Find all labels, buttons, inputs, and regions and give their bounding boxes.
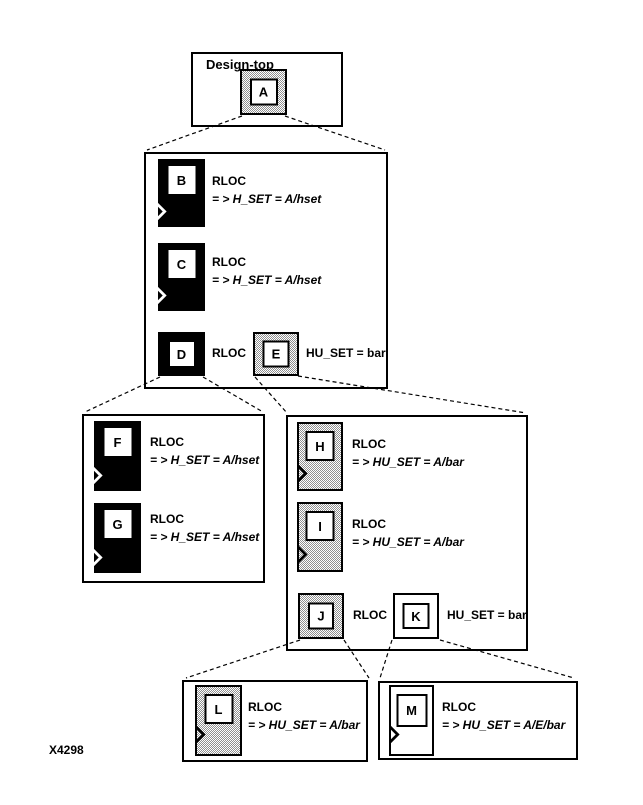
module-block-d: D <box>158 332 205 376</box>
module-letter-k: K <box>402 603 430 629</box>
rloc-label: RLOC <box>353 608 387 622</box>
block-c-label: RLOC = > H_SET = A/hset <box>212 253 321 289</box>
chevron-right-icon <box>92 467 103 484</box>
rloc-label: RLOC <box>352 517 386 531</box>
module-letter-j: J <box>308 602 334 630</box>
module-letter-c: C <box>168 250 195 278</box>
chevron-right-icon <box>297 465 308 482</box>
block-g-label: RLOC = > H_SET = A/hset <box>150 510 259 546</box>
module-block-c: C <box>156 243 205 311</box>
set-constraint: = > HU_SET = A/bar <box>248 718 360 732</box>
module-block-e: E <box>253 332 299 376</box>
block-m-label: RLOC = > HU_SET = A/E/bar <box>442 698 565 734</box>
module-block-m: M <box>389 685 434 756</box>
module-letter-b: B <box>168 166 195 194</box>
block-k-label: HU_SET = bar <box>447 606 527 624</box>
module-letter-d: D <box>169 342 194 366</box>
module-block-k: K <box>393 593 439 639</box>
block-l-label: RLOC = > HU_SET = A/bar <box>248 698 360 734</box>
module-letter-m: M <box>396 694 427 727</box>
set-constraint: = > HU_SET = A/bar <box>352 535 464 549</box>
module-block-h: H <box>297 422 343 491</box>
chevron-right-icon <box>156 203 167 220</box>
module-block-g: G <box>92 503 141 573</box>
module-block-l: L <box>195 685 242 756</box>
figure-code: X4298 <box>49 743 84 757</box>
set-constraint: = > HU_SET = A/bar <box>352 455 464 469</box>
module-letter-h: H <box>305 431 335 461</box>
module-letter-g: G <box>104 510 131 538</box>
block-h-label: RLOC = > HU_SET = A/bar <box>352 435 464 471</box>
module-letter-i: I <box>305 511 335 541</box>
module-letter-e: E <box>262 340 290 368</box>
block-f-label: RLOC = > H_SET = A/hset <box>150 433 259 469</box>
module-letter-a: A <box>249 78 278 106</box>
rloc-label: RLOC <box>442 700 476 714</box>
module-block-f: F <box>92 421 141 491</box>
hu-set-label: HU_SET = bar <box>447 608 527 622</box>
rloc-label: RLOC <box>248 700 282 714</box>
set-constraint: = > H_SET = A/hset <box>212 192 322 206</box>
rloc-label: RLOC <box>352 437 386 451</box>
hu-set-label: HU_SET = bar <box>306 346 386 360</box>
rloc-label: RLOC <box>212 255 246 269</box>
module-letter-l: L <box>204 694 233 724</box>
chevron-right-icon <box>156 287 167 304</box>
set-constraint: = > H_SET = A/hset <box>212 273 322 287</box>
block-e-label: HU_SET = bar <box>306 344 386 362</box>
block-b-label: RLOC = > H_SET = A/hset <box>212 172 321 208</box>
set-constraint: = > HU_SET = A/E/bar <box>442 718 566 732</box>
block-j-label: RLOC <box>353 606 387 624</box>
rloc-label: RLOC <box>150 512 184 526</box>
rloc-label: RLOC <box>212 174 246 188</box>
module-block-i: I <box>297 502 343 572</box>
block-d-label: RLOC <box>212 344 246 362</box>
module-letter-f: F <box>104 428 131 456</box>
chevron-right-icon <box>195 726 206 743</box>
set-constraint: = > H_SET = A/hset <box>150 453 260 467</box>
chevron-right-icon <box>297 546 308 563</box>
block-i-label: RLOC = > HU_SET = A/bar <box>352 515 464 551</box>
design-top-title: Design-top <box>206 57 274 72</box>
module-block-a: A <box>240 69 287 115</box>
rloc-label: RLOC <box>150 435 184 449</box>
module-block-b: B <box>156 159 205 227</box>
chevron-right-icon <box>389 726 400 743</box>
chevron-right-icon <box>92 549 103 566</box>
rloc-label: RLOC <box>212 346 246 360</box>
module-block-j: J <box>298 593 344 639</box>
set-constraint: = > H_SET = A/hset <box>150 530 260 544</box>
